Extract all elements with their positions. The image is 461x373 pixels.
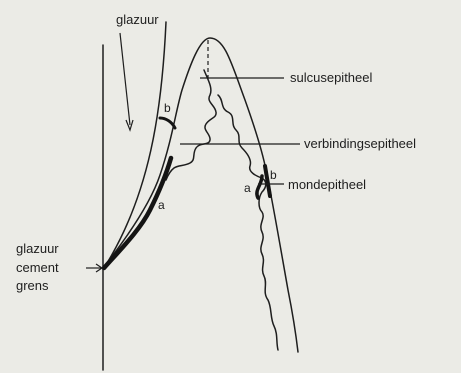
label-mondepitheel: mondepitheel [288, 177, 366, 192]
label-a-right: a [244, 181, 251, 195]
label-a-left: a [158, 198, 165, 212]
label-junction-line2: cement [16, 260, 59, 275]
label-glazuur: glazuur [116, 12, 159, 27]
label-sulcusepitheel: sulcusepitheel [290, 70, 372, 85]
label-b-left: b [164, 101, 171, 115]
label-verbindingsepitheel: verbindingsepitheel [304, 136, 416, 151]
label-junction-line3: grens [16, 278, 49, 293]
rete-ridge-contour [218, 95, 278, 350]
segment-b-left [160, 118, 175, 128]
label-b-right: b [270, 168, 277, 182]
label-junction-line1: glazuur [16, 241, 59, 256]
glazuur-leader [120, 33, 130, 125]
